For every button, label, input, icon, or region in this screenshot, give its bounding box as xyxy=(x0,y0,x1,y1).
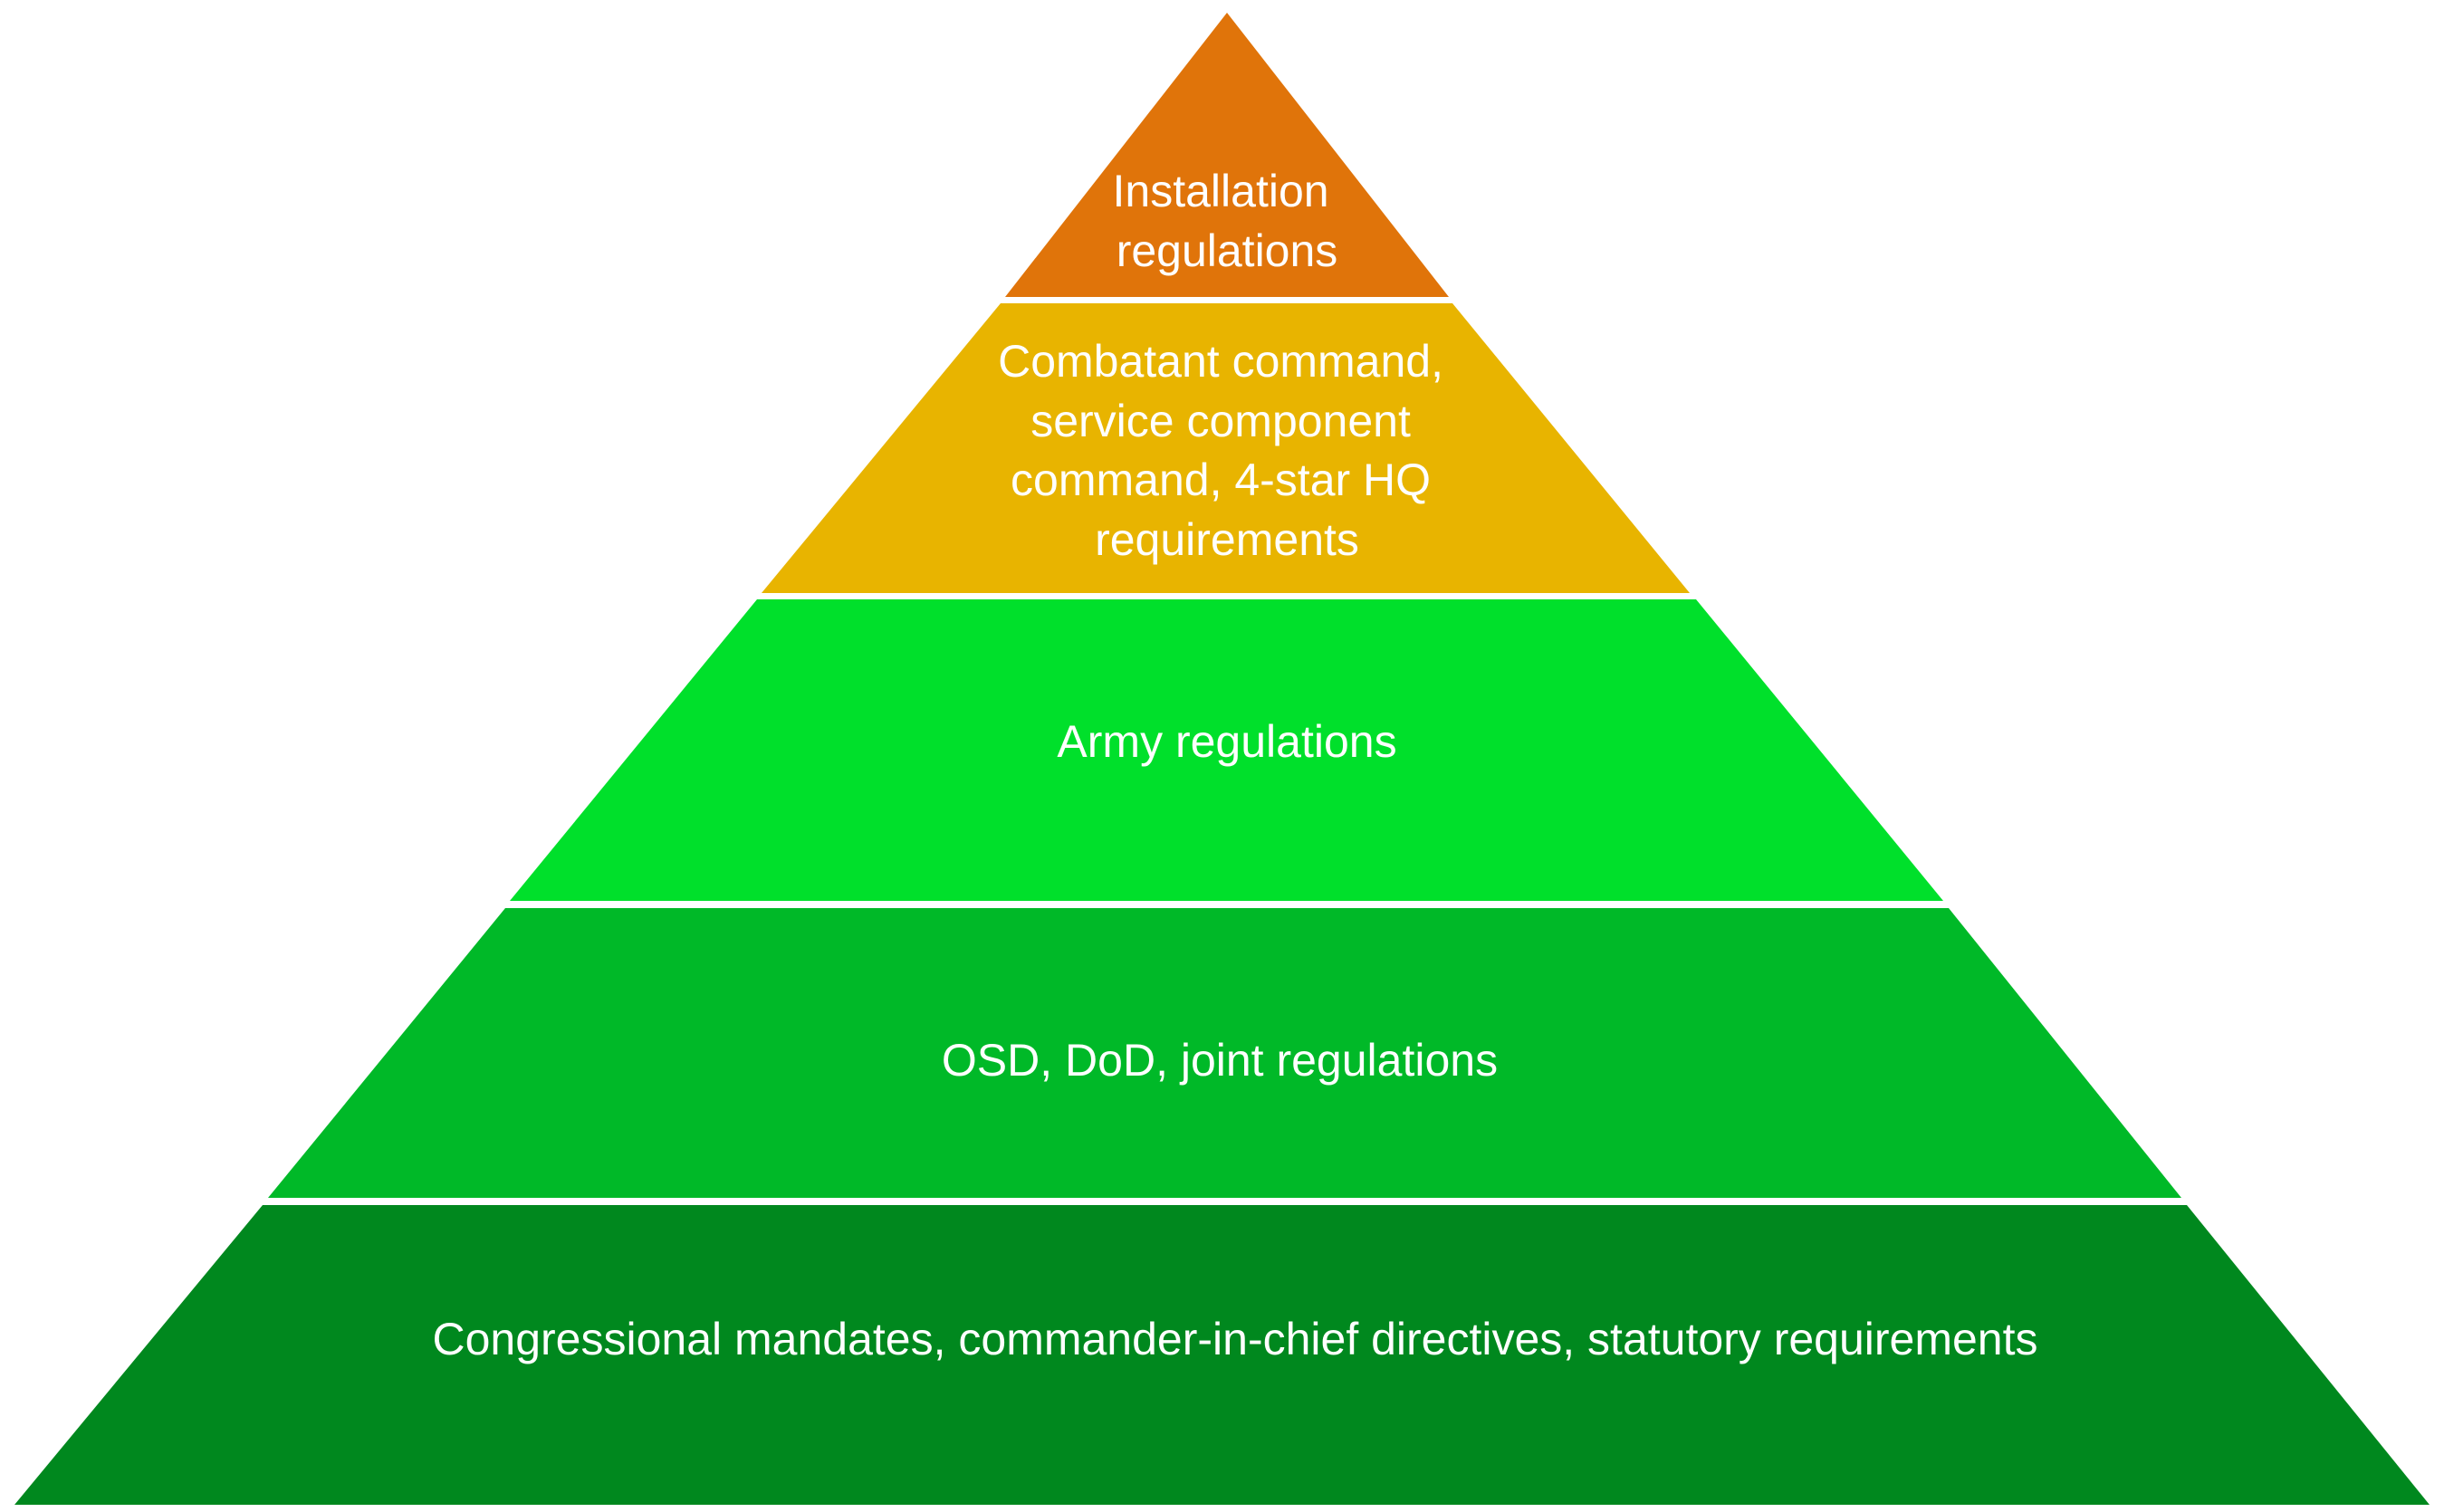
tier-combatant-command-line-2: service component xyxy=(1030,396,1411,446)
tier-army-label: Army regulations xyxy=(1057,716,1396,767)
tier-congressional-shape xyxy=(14,1205,2430,1505)
tier-osd-dod-joint: OSD, DoD, joint regulations xyxy=(268,908,2181,1198)
tier-osd-dod-joint-label: OSD, DoD, joint regulations xyxy=(942,1035,1498,1086)
tier-combatant-command: Combatant command, service component com… xyxy=(762,303,1690,593)
tier-installation-label: Installation regulations xyxy=(1113,166,1342,276)
tier-congressional-line-1: Congressional mandates, commander-in-chi… xyxy=(433,1314,2038,1364)
tier-installation: Installation regulations xyxy=(1005,13,1449,297)
tier-congressional: Congressional mandates, commander-in-chi… xyxy=(14,1205,2430,1505)
tier-installation-line-2: regulations xyxy=(1117,225,1338,276)
tier-congressional-label: Congressional mandates, commander-in-chi… xyxy=(433,1314,2038,1364)
tier-army-shape xyxy=(510,599,1943,901)
tier-combatant-command-shape xyxy=(762,303,1690,593)
tier-installation-shape xyxy=(1005,13,1449,297)
tier-combatant-command-line-4: requirements xyxy=(1095,514,1359,565)
tier-osd-dod-joint-line-1: OSD, DoD, joint regulations xyxy=(942,1035,1498,1086)
tier-installation-line-1: Installation xyxy=(1113,166,1329,216)
tier-army: Army regulations xyxy=(510,599,1943,901)
tier-combatant-command-line-3: command, 4-star HQ xyxy=(1011,455,1431,505)
tier-army-line-1: Army regulations xyxy=(1057,716,1396,767)
tier-combatant-command-label: Combatant command, service component com… xyxy=(998,336,1456,565)
tier-osd-dod-joint-shape xyxy=(268,908,2181,1198)
tier-combatant-command-line-1: Combatant command, xyxy=(998,336,1443,387)
